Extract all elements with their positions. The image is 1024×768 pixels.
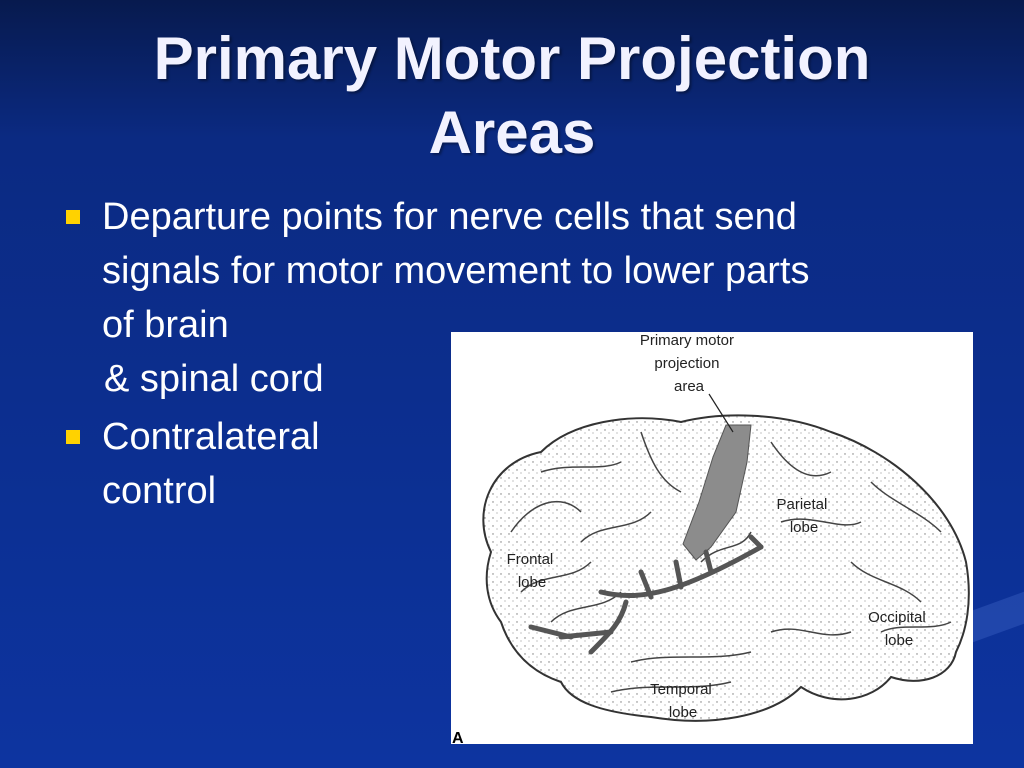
label-occipital-lobe: Occipital lobe [868, 609, 930, 649]
bullet-list: Departure points for nerve cells that se… [60, 190, 960, 522]
bullet-text-line: Contralateral [102, 416, 320, 458]
label-motor-area: Primary motor projection area [640, 332, 738, 395]
bullet-text-line: of brain [102, 304, 229, 346]
brain-diagram: Primary motor projection area Parietal l… [451, 332, 973, 744]
bullet-square-icon [66, 430, 80, 444]
title-line-1: Primary Motor Projection [153, 25, 871, 92]
panel-letter: A [452, 730, 464, 744]
bullet-text-line: control [102, 470, 217, 512]
bullet-text-line: Departure points for nerve cells that se… [102, 196, 797, 238]
bullet-text-line: & spinal cord [104, 358, 324, 400]
primary-motor-area [682, 424, 752, 561]
gyri-lines [510, 431, 952, 693]
label-parietal-lobe: Parietal lobe [776, 496, 831, 536]
bullet-text-line: signals for motor movement to lower part… [102, 250, 810, 292]
label-frontal-lobe: Frontal lobe [507, 551, 558, 591]
title-line-2: Areas [428, 99, 596, 166]
motor-area-leader-line [708, 393, 734, 433]
bullet-square-icon [66, 210, 80, 224]
label-temporal-lobe: Temporal lobe [650, 681, 716, 721]
bullet-item: Contralateral control [60, 410, 960, 518]
bullet-item: Departure points for nerve cells that se… [60, 190, 960, 406]
brain-illustration: Primary motor projection area Parietal l… [452, 332, 970, 744]
lateral-sulcus [528, 534, 764, 655]
slide-title: Primary Motor Projection Areas [0, 22, 1024, 170]
